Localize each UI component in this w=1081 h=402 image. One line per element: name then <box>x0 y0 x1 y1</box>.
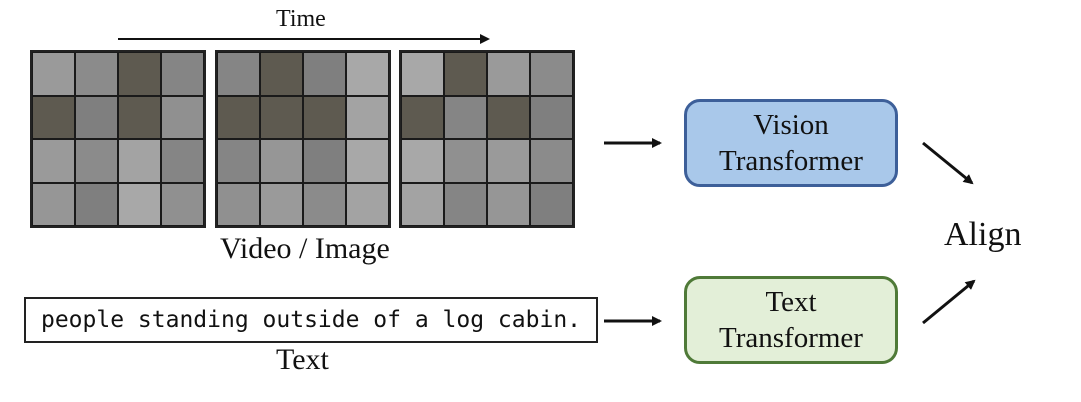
frame-patch <box>260 182 303 226</box>
vision-to-align-arrow <box>922 141 974 185</box>
vision-transformer-block: Vision Transformer <box>684 99 898 187</box>
video-frame-3 <box>399 50 575 228</box>
frame-patch <box>444 139 487 183</box>
frame-patch <box>75 139 118 183</box>
align-label: Align <box>944 216 1022 253</box>
video-image-label: Video / Image <box>220 232 390 265</box>
frame-patch <box>32 52 75 96</box>
frame-patch <box>118 95 161 139</box>
frame-patch <box>444 52 487 96</box>
frame-patch <box>487 95 530 139</box>
frame-patch <box>346 139 389 183</box>
vision-transformer-line1: Vision <box>753 109 829 141</box>
frame-patch <box>530 139 573 183</box>
frame-patch <box>118 52 161 96</box>
frame-patch <box>75 182 118 226</box>
frame-patch <box>303 182 346 226</box>
frame-patch <box>444 95 487 139</box>
frame-patch <box>401 52 444 96</box>
frame-patch <box>346 52 389 96</box>
frame-patch <box>217 182 260 226</box>
text-transformer-block: Text Transformer <box>684 276 898 364</box>
frame-patch <box>260 52 303 96</box>
text-transformer-line1: Text <box>765 286 817 318</box>
frame-patch <box>260 95 303 139</box>
video-frame-1 <box>30 50 206 228</box>
frame-patch <box>161 95 204 139</box>
frame-patch <box>303 52 346 96</box>
frame-patch <box>487 139 530 183</box>
text-transformer-line2: Transformer <box>719 322 863 354</box>
frame-patch <box>32 95 75 139</box>
text-label: Text <box>276 343 329 376</box>
frame-patch <box>161 139 204 183</box>
frame-patch <box>346 182 389 226</box>
caption-text-box: people standing outside of a log cabin. <box>24 297 598 343</box>
vision-transformer-line2: Transformer <box>719 145 863 177</box>
frame-patch <box>161 52 204 96</box>
frame-patch <box>530 95 573 139</box>
frame-patch <box>32 182 75 226</box>
frame-patch <box>217 52 260 96</box>
time-label: Time <box>276 6 326 32</box>
frame-patch <box>401 182 444 226</box>
frame-patch <box>75 95 118 139</box>
video-frame-2 <box>215 50 391 228</box>
frame-patch <box>32 139 75 183</box>
frame-patch <box>118 182 161 226</box>
frame-patch <box>161 182 204 226</box>
frame-patch <box>487 52 530 96</box>
frame-patch <box>346 95 389 139</box>
frame-patch <box>530 52 573 96</box>
frame-patch <box>530 182 573 226</box>
frame-patch <box>401 95 444 139</box>
frame-patch <box>118 139 161 183</box>
frame-patch <box>303 139 346 183</box>
frame-patch <box>260 139 303 183</box>
frame-patch <box>75 52 118 96</box>
frame-patch <box>444 182 487 226</box>
frame-patch <box>217 95 260 139</box>
text-to-align-arrow <box>922 279 976 325</box>
frame-patch <box>217 139 260 183</box>
frame-patch <box>487 182 530 226</box>
frame-patch <box>401 139 444 183</box>
frame-patch <box>303 95 346 139</box>
